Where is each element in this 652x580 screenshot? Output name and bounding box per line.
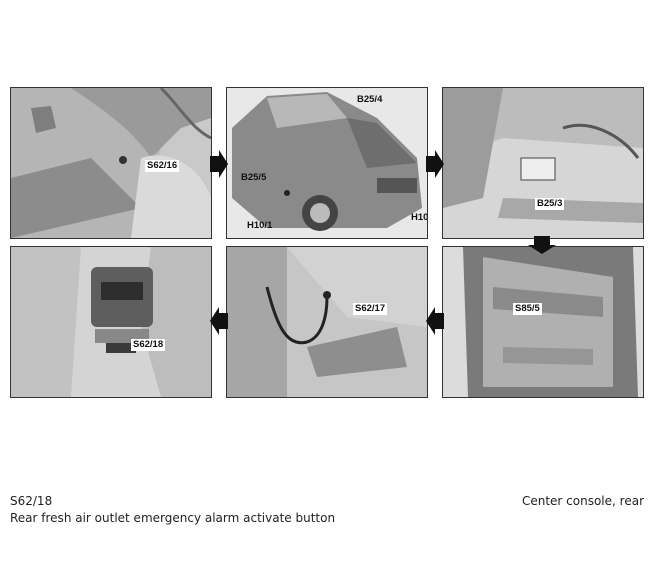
front-door-illustration <box>443 247 643 397</box>
caption-description: Rear fresh air outlet emergency alarm ac… <box>10 511 336 525</box>
rear-center-console-illustration <box>11 247 211 397</box>
panel-front-door: S85/5 <box>442 246 644 398</box>
vehicle-exterior-illustration <box>227 88 427 238</box>
label-s62-17: S62/17 <box>353 303 388 315</box>
label-b25-3: B25/3 <box>535 198 565 210</box>
label-s85-5: S85/5 <box>513 303 542 315</box>
label-s62-16: S62/16 <box>145 160 180 172</box>
passenger-footwell-illustration <box>227 247 427 397</box>
label-h10-1: H10/1 <box>247 220 273 231</box>
arrow-left-1 <box>426 307 444 335</box>
arrow-left-2 <box>210 307 228 335</box>
panel-rear-center-console: S62/18 <box>10 246 212 398</box>
caption-code: S62/18 <box>10 494 53 508</box>
driver-footwell-illustration <box>11 88 211 238</box>
panel-passenger-footwell: S62/17 <box>226 246 428 398</box>
panel-trunk-compartment: B25/3 <box>442 87 644 239</box>
label-h10: H10 <box>411 212 428 223</box>
label-b25-5: B25/5 <box>241 172 267 183</box>
arrow-down <box>528 236 556 254</box>
panel-driver-footwell: S62/16 <box>10 87 212 239</box>
label-s62-18: S62/18 <box>131 339 166 351</box>
label-b25-4: B25/4 <box>357 94 383 105</box>
arrow-right-2 <box>426 150 444 178</box>
caption-location: Center console, rear <box>521 494 644 508</box>
trunk-compartment-illustration <box>443 88 643 238</box>
panel-vehicle-exterior: B25/4 B25/5 H10/1 H10 <box>226 87 428 239</box>
arrow-right-1 <box>210 150 228 178</box>
